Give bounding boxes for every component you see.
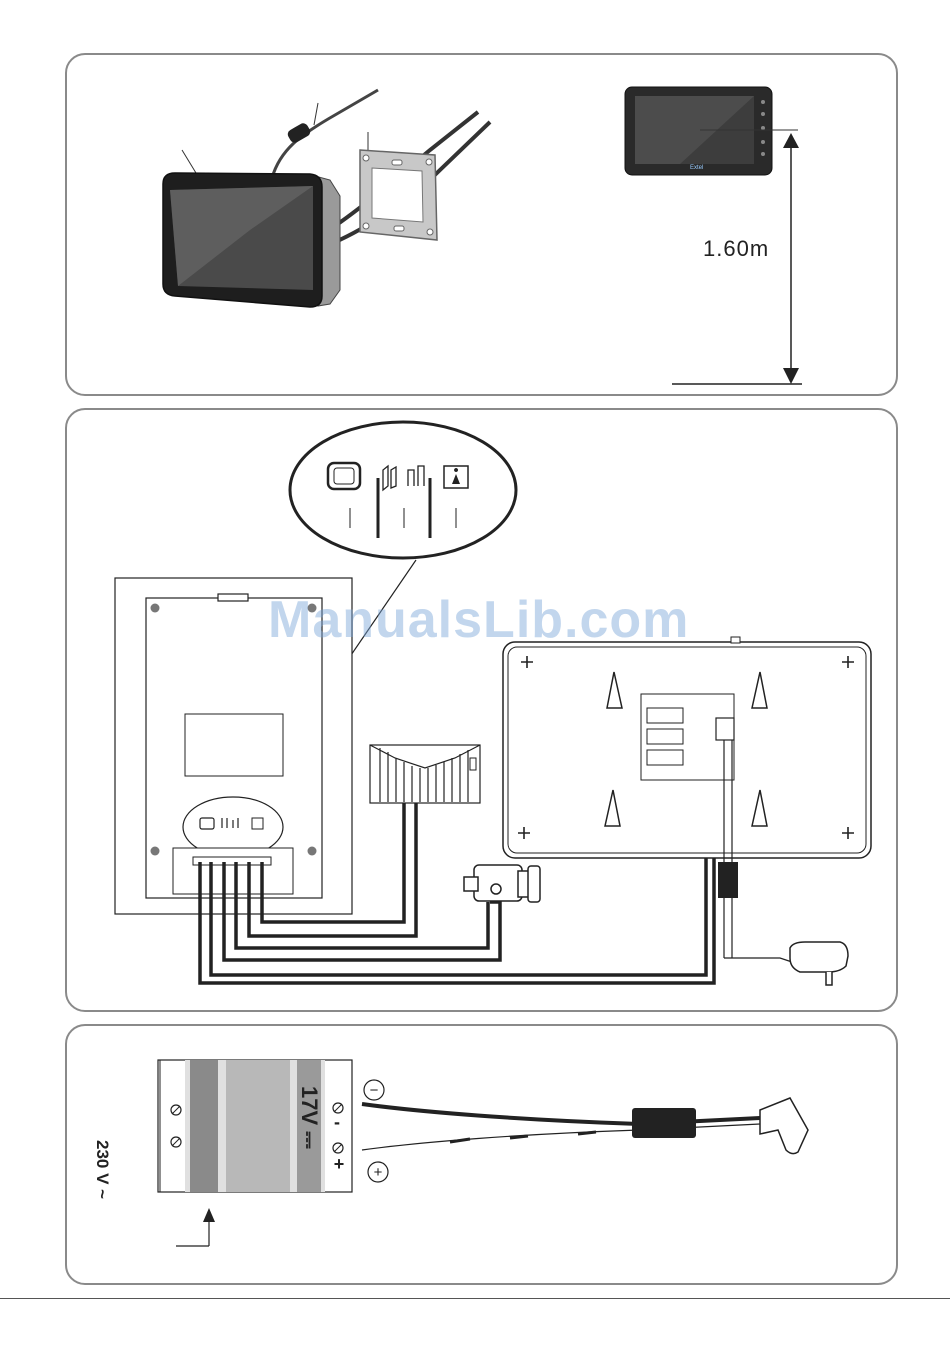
footer-rule [0, 1298, 950, 1299]
polarity-plus-label: + [374, 1164, 383, 1181]
din-rail-pointer [176, 1208, 215, 1246]
din-power-supply [158, 1060, 352, 1192]
monitor-perspective [163, 173, 340, 307]
wall-bracket [360, 150, 437, 240]
dc-output-cable [362, 1098, 808, 1154]
mounting-height-label: 1.60m [703, 236, 769, 262]
output-voltage-label: 17V ⎓ [296, 1086, 322, 1149]
polarity-minus-label: − [370, 1082, 379, 1099]
input-voltage-label: 230 V ~ [92, 1140, 112, 1199]
monitor-front [625, 87, 798, 175]
watermark: ManualsLib.com [268, 590, 689, 650]
monitor-back [503, 637, 871, 858]
terminal-minus-label: - [334, 1112, 340, 1132]
monitor-brand-logo: Extel [690, 165, 703, 171]
leader-cable [314, 103, 318, 125]
gate [370, 745, 480, 803]
terminal-zoom-bubble [290, 422, 516, 558]
electric-lock [464, 865, 540, 902]
ferrite-core [286, 121, 312, 144]
leader-monitor [182, 150, 196, 173]
terminal-plus-label: + [334, 1154, 345, 1174]
